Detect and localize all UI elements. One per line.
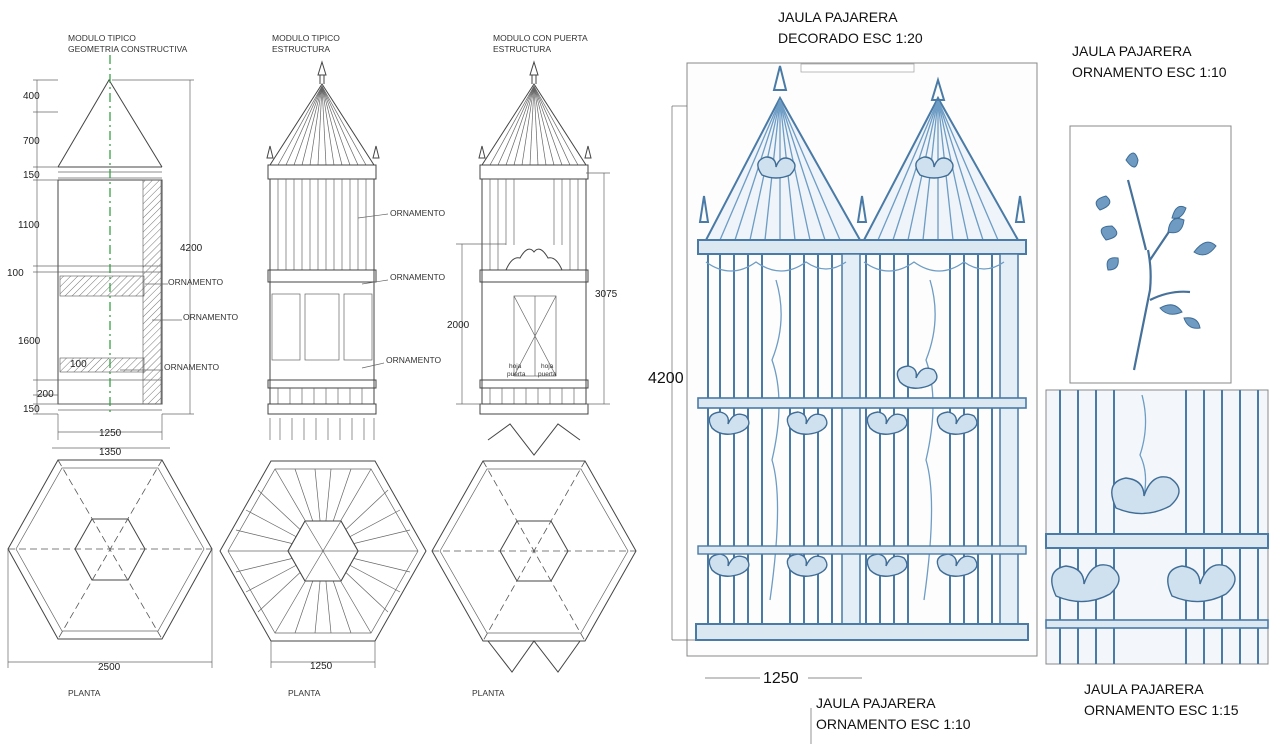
dim-total-4200: 4200 [180,243,203,254]
dim-100-inner: 100 [70,359,87,370]
label-ornamento-4: ORNAMENTO [390,208,445,218]
typical-structure-title-1: MODULO TIPICO [272,33,340,43]
dim-400: 400 [23,91,40,102]
typical-geometry-title-2: GEOMETRIA CONSTRUCTIVA [68,44,188,54]
ornament-bottom-title-1: JAULA PAJARERA [816,695,936,711]
typical-geometry-title-1: MODULO TIPICO [68,33,136,43]
dim-plan-1250: 1250 [310,661,333,672]
ornament-band-upper [59,275,145,297]
ornament-panel-top: JAULA PAJARERA ORNAMENTO ESC 1:10 [1069,43,1232,384]
typical-structure-drawing: MODULO TIPICO ESTRUCTURA [219,33,445,698]
door-module-drawing: MODULO CON PUERTA ESTRUCTURA hoja pue [431,33,637,698]
ornament-column [142,179,162,405]
ornament-panel-bottom: JAULA PAJARERA ORNAMENTO ESC 1:10 [810,695,971,744]
ornament-bottom-title-2: ORNAMENTO ESC 1:10 [816,716,971,732]
dim-door-2000: 2000 [447,320,470,331]
decorated-title-2: DECORADO ESC 1:20 [778,30,923,46]
roof-outline [57,79,163,168]
svg-text:puerta: puerta [507,371,526,378]
ornament-top-title-2: ORNAMENTO ESC 1:10 [1072,64,1227,80]
hoja-puerta-left: hoja [509,363,522,370]
dim-1350: 1350 [99,447,122,458]
door-module-title-2: ESTRUCTURA [493,44,551,54]
door-module-title-1: MODULO CON PUERTA [493,33,588,43]
ornament-top-title-1: JAULA PAJARERA [1072,43,1192,59]
typical-structure-title-2: ESTRUCTURA [272,44,330,54]
dim-150-top: 150 [23,170,40,181]
decorated-render: JAULA PAJARERA DECORADO ESC 1:20 4200 12… [648,9,1038,687]
ornament-panel-bottom-right: JAULA PAJARERA ORNAMENTO ESC 1:15 [1045,389,1269,718]
dim-700: 700 [23,136,40,147]
planta-label-3: PLANTA [472,688,505,698]
dim-door-3075: 3075 [595,289,618,300]
dim-1600: 1600 [18,336,41,347]
dim-200: 200 [37,389,54,400]
planta-label-1: PLANTA [68,688,101,698]
dim-2500: 2500 [98,662,121,673]
typical-geometry-drawing: MODULO TIPICO GEOMETRIA CONSTRUCTIVA [7,33,238,698]
dim-1100: 1100 [18,220,40,231]
decorated-dim-4200: 4200 [648,370,684,387]
label-ornamento-1: ORNAMENTO [168,277,223,287]
label-ornamento-6: ORNAMENTO [386,355,441,365]
dim-100: 100 [7,268,24,279]
decorated-body [695,239,1029,641]
planta-label-2: PLANTA [288,688,321,698]
svg-text:puerta: puerta [538,371,557,378]
ornament-15-title-1: JAULA PAJARERA [1084,681,1204,697]
decorated-roofs [698,65,1026,241]
decorated-dim-1250: 1250 [763,670,799,687]
dim-150-bottom: 150 [23,404,40,415]
ornament-15-title-2: ORNAMENTO ESC 1:15 [1084,702,1239,718]
dim-1250: 1250 [99,428,122,439]
hoja-puerta-right: hoja [541,363,554,370]
decorated-title-1: JAULA PAJARERA [778,9,898,25]
label-ornamento-5: ORNAMENTO [390,272,445,282]
label-ornamento-2: ORNAMENTO [183,312,238,322]
label-ornamento-3: ORNAMENTO [164,362,219,372]
